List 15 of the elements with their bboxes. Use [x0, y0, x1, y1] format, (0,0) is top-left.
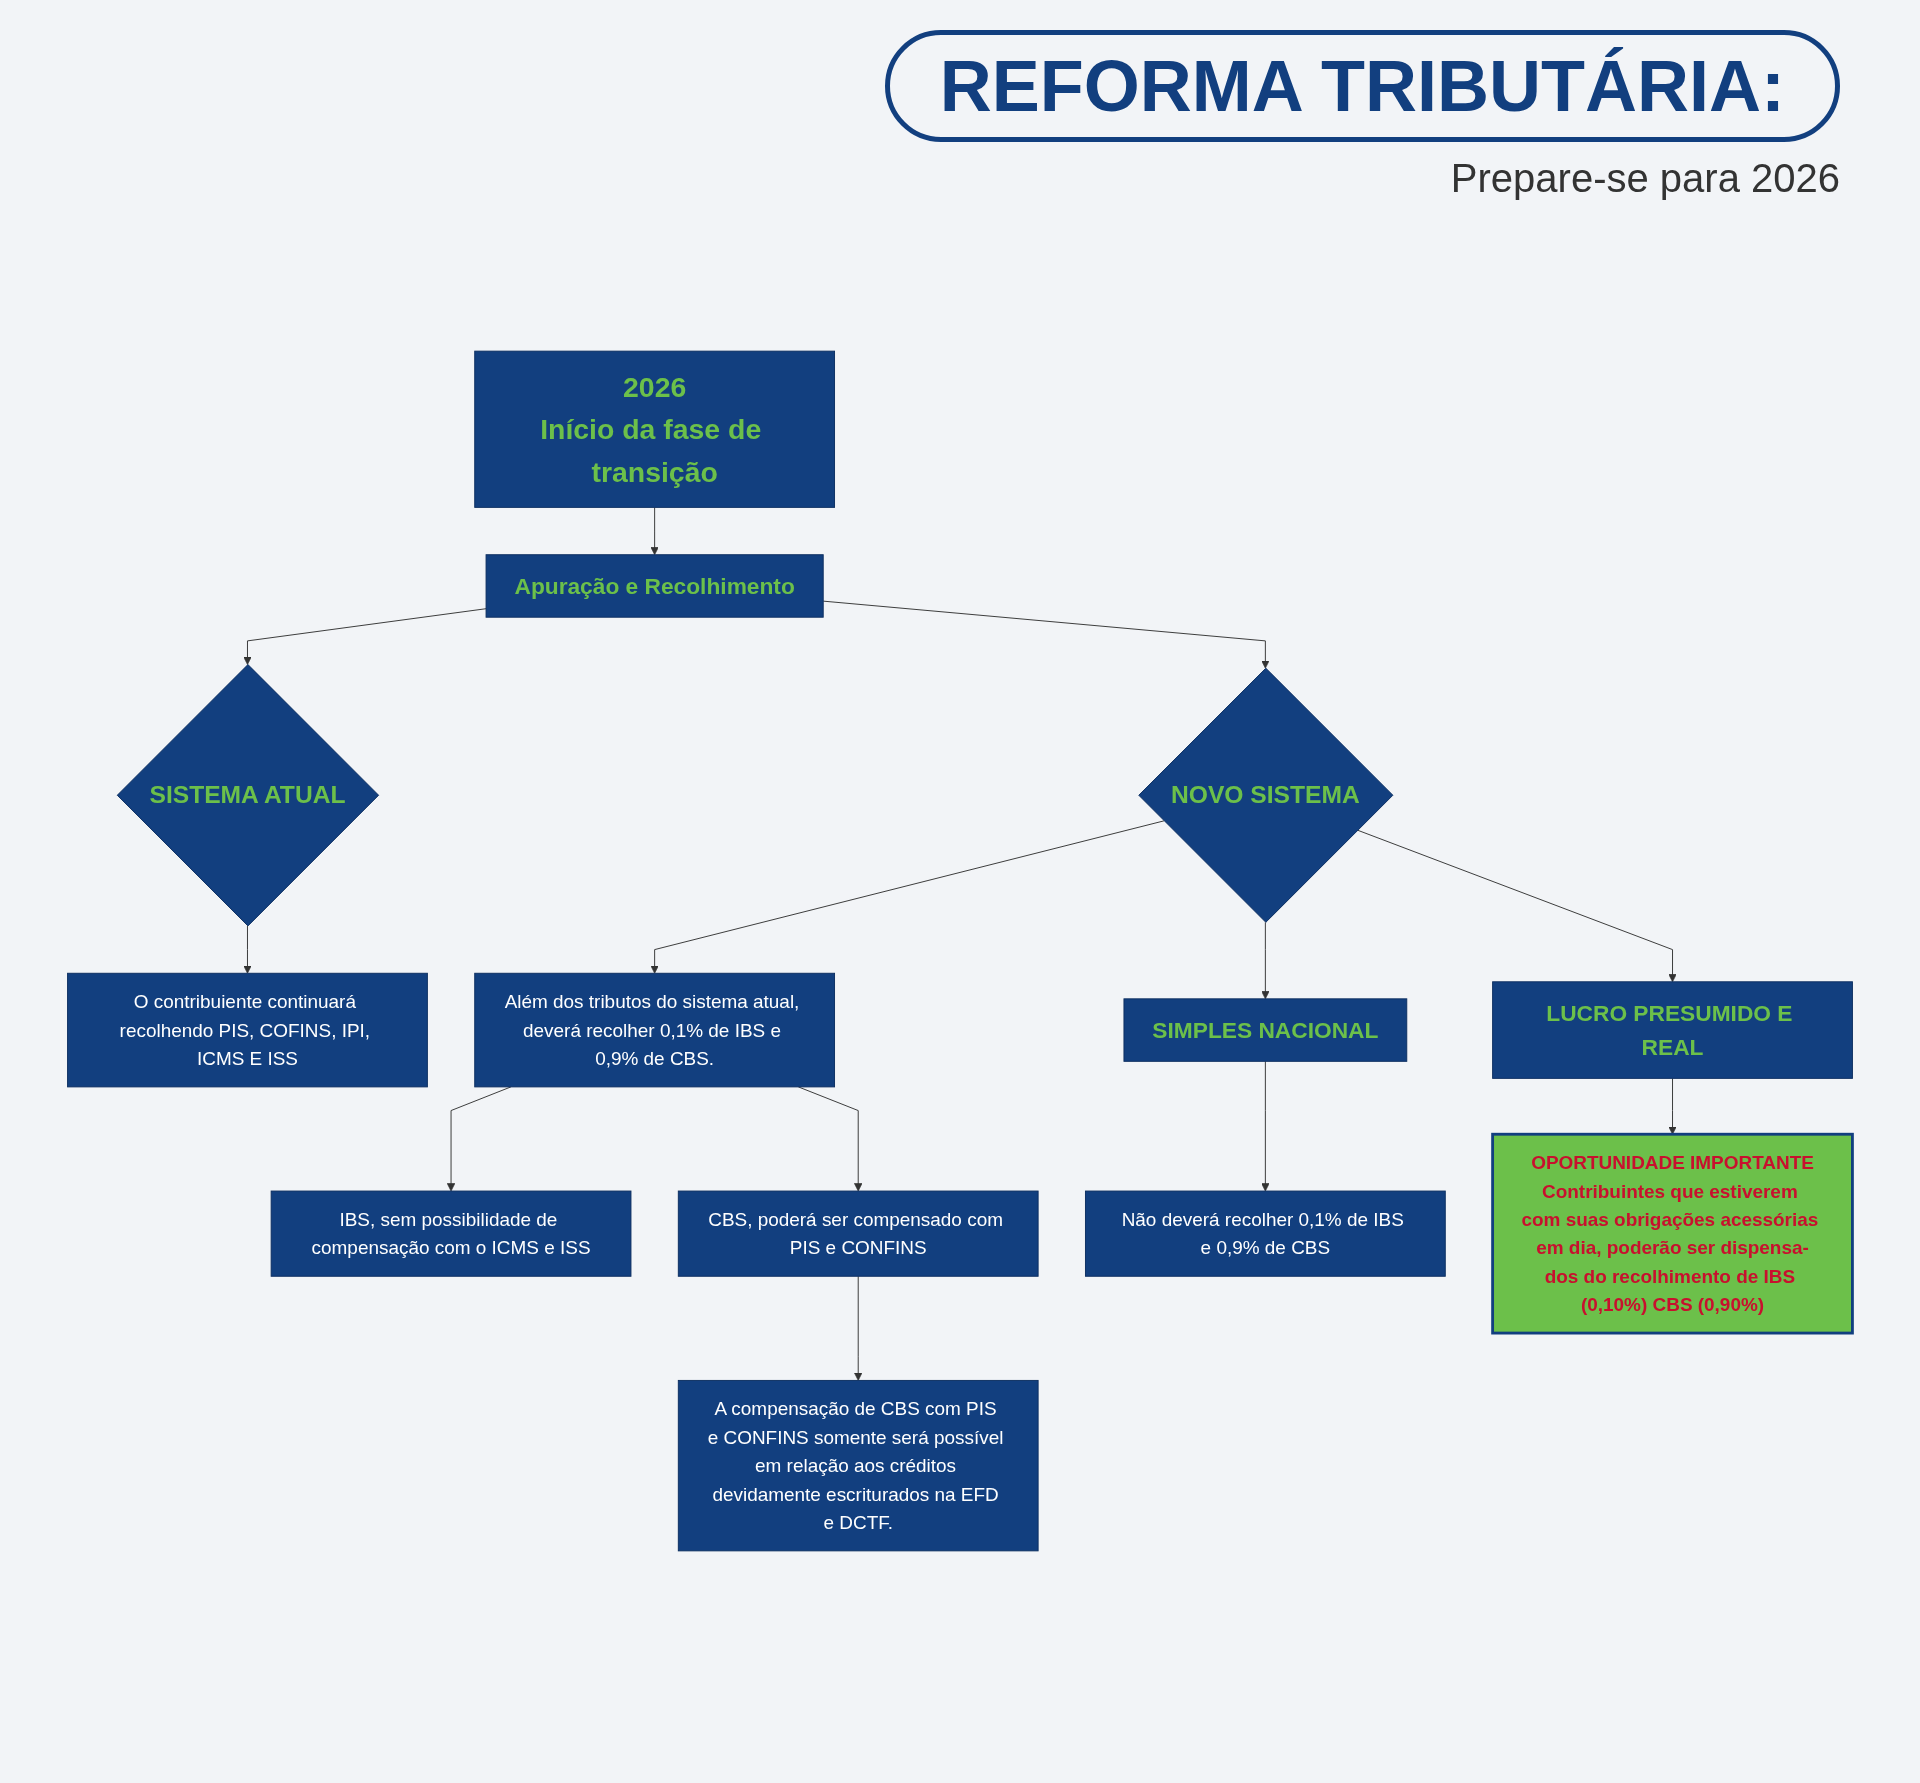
node-diamond: NOVO SISTEMA	[1138, 667, 1394, 923]
node-box: A compensação de CBS com PIS e CONFINS somente será possível em relação aos créditos devidamente escriturados na EFD e DCTF.	[677, 1379, 1039, 1552]
node-box: Apuração e Recolhimento	[485, 554, 824, 618]
node-box: Além dos tributos do sistema atual, deverá recolher 0,1% de IBS e 0,9% de CBS.	[474, 972, 835, 1088]
node-box: O contribuiente continuará recolhendo PIS, COFINS, IPI, ICMS E ISS	[67, 972, 428, 1088]
node-box: SIMPLES NACIONAL	[1123, 998, 1408, 1062]
subtitle: Prepare-se para 2026	[1449, 156, 1840, 201]
node-box: 2026 Início da fase de transição	[474, 350, 835, 508]
node-box: IBS, sem possibilidade de compensação com o ICMS e ISS	[270, 1190, 632, 1277]
node-box: Não deverá recolher 0,1% de IBS e 0,9% de CBS	[1085, 1190, 1446, 1277]
node-box: CBS, poderá ser compensado com PIS e CONFINS	[677, 1190, 1039, 1277]
title: REFORMA TRIBUTÁRIA:	[884, 30, 1840, 142]
node-box: OPORTUNIDADE IMPORTANTE Contribuintes que estiverem com suas obrigações acessórias em dia, poderão ser dispensa-dos do recolhimento de IBS (0,10%) CBS (0,90%)	[1491, 1132, 1854, 1335]
node-box: LUCRO PRESUMIDO E REAL	[1492, 981, 1853, 1079]
node-diamond: SISTEMA ATUAL	[116, 664, 380, 927]
